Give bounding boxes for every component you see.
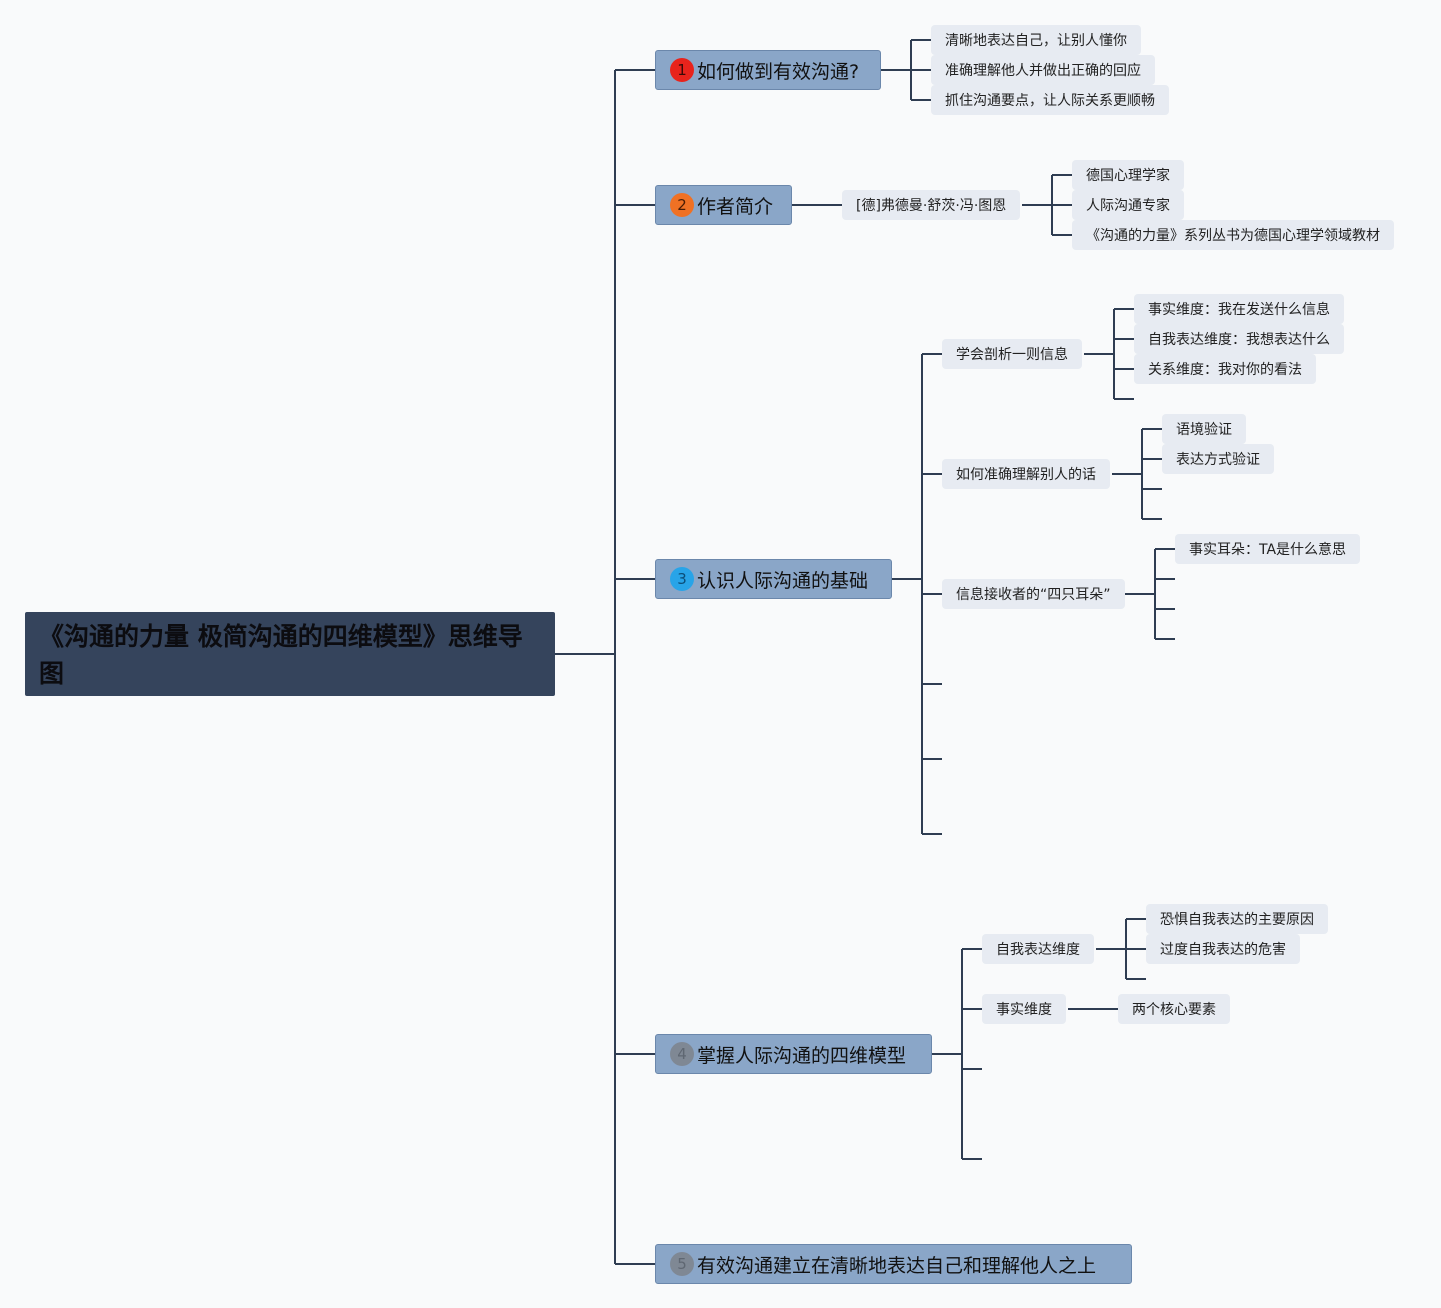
- node-label: 事实维度: [996, 1002, 1052, 1018]
- topic-2[interactable]: 2 作者简介: [655, 185, 792, 225]
- topic-4-2-child-1[interactable]: 两个核心要素: [1118, 994, 1230, 1024]
- node-label: 表达方式验证: [1176, 452, 1260, 468]
- badge-5-icon: 5: [670, 1252, 694, 1276]
- node-label: 人际沟通专家: [1086, 198, 1170, 214]
- author-child-1[interactable]: 德国心理学家: [1072, 160, 1184, 190]
- node-label: 自我表达维度：我想表达什么: [1148, 332, 1330, 348]
- node-label: 准确理解他人并做出正确的回应: [945, 63, 1141, 79]
- topic-3-2-child-2[interactable]: 表达方式验证: [1162, 444, 1274, 474]
- badge-3-icon: 3: [670, 567, 694, 591]
- node-label: 清晰地表达自己，让别人懂你: [945, 33, 1127, 49]
- node-label: 语境验证: [1176, 422, 1232, 438]
- node-label: [德]弗德曼·舒茨·冯·图恩: [856, 198, 1007, 214]
- node-label: 事实耳朵：TA是什么意思: [1189, 542, 1347, 558]
- topic-3-child-1[interactable]: 学会剖析一则信息: [942, 339, 1082, 369]
- author-name[interactable]: [德]弗德曼·舒茨·冯·图恩: [842, 190, 1021, 220]
- topic-label: 如何做到有效沟通?: [697, 60, 860, 83]
- node-label: 事实维度：我在发送什么信息: [1148, 302, 1330, 318]
- node-label: 关系维度：我对你的看法: [1148, 362, 1302, 378]
- topic-3-child-3[interactable]: 信息接收者的“四只耳朵”: [942, 579, 1125, 609]
- topic-4-child-2[interactable]: 事实维度: [982, 994, 1066, 1024]
- node-label: 两个核心要素: [1132, 1002, 1216, 1018]
- topic-1-child-1[interactable]: 清晰地表达自己，让别人懂你: [931, 25, 1141, 55]
- topic-4-1-child-2[interactable]: 过度自我表达的危害: [1146, 934, 1300, 964]
- topic-1-child-3[interactable]: 抓住沟通要点，让人际关系更顺畅: [931, 85, 1169, 115]
- node-label: 恐惧自我表达的主要原因: [1160, 912, 1314, 928]
- badge-4-icon: 4: [670, 1042, 694, 1066]
- topic-3[interactable]: 3 认识人际沟通的基础: [655, 559, 892, 599]
- topic-3-3-child-1[interactable]: 事实耳朵：TA是什么意思: [1175, 534, 1361, 564]
- author-child-3[interactable]: 《沟通的力量》系列丛书为德国心理学领域教材: [1072, 220, 1394, 250]
- topic-3-1-child-3[interactable]: 关系维度：我对你的看法: [1134, 354, 1316, 384]
- topic-4-child-1[interactable]: 自我表达维度: [982, 934, 1094, 964]
- node-label: 学会剖析一则信息: [956, 347, 1068, 363]
- node-label: 抓住沟通要点，让人际关系更顺畅: [945, 93, 1155, 109]
- root-node[interactable]: 《沟通的力量 极简沟通的四维模型》思维导图: [25, 612, 555, 696]
- node-label: 如何准确理解别人的话: [956, 467, 1096, 483]
- topic-4[interactable]: 4 掌握人际沟通的四维模型: [655, 1034, 932, 1074]
- topic-label: 认识人际沟通的基础: [697, 569, 869, 592]
- topic-5[interactable]: 5 有效沟通建立在清晰地表达自己和理解他人之上: [655, 1244, 1132, 1284]
- topic-1[interactable]: 1 如何做到有效沟通?: [655, 50, 881, 90]
- topic-3-1-child-2[interactable]: 自我表达维度：我想表达什么: [1134, 324, 1344, 354]
- node-label: 自我表达维度: [996, 942, 1080, 958]
- author-child-2[interactable]: 人际沟通专家: [1072, 190, 1184, 220]
- topic-label: 作者简介: [697, 195, 774, 218]
- topic-label: 掌握人际沟通的四维模型: [697, 1044, 907, 1067]
- topic-3-2-child-1[interactable]: 语境验证: [1162, 414, 1246, 444]
- node-label: 过度自我表达的危害: [1160, 942, 1286, 958]
- topic-label: 有效沟通建立在清晰地表达自己和理解他人之上: [697, 1254, 1097, 1277]
- topic-3-1-child-1[interactable]: 事实维度：我在发送什么信息: [1134, 294, 1344, 324]
- badge-2-icon: 2: [670, 193, 694, 217]
- node-label: 德国心理学家: [1086, 168, 1170, 184]
- topic-4-1-child-1[interactable]: 恐惧自我表达的主要原因: [1146, 904, 1328, 934]
- topic-1-child-2[interactable]: 准确理解他人并做出正确的回应: [931, 55, 1155, 85]
- topic-3-child-2[interactable]: 如何准确理解别人的话: [942, 459, 1110, 489]
- node-label: 信息接收者的“四只耳朵”: [956, 587, 1111, 603]
- node-label: 《沟通的力量》系列丛书为德国心理学领域教材: [1086, 228, 1380, 244]
- root-title: 《沟通的力量 极简沟通的四维模型》思维导图: [39, 622, 523, 688]
- badge-1-icon: 1: [670, 58, 694, 82]
